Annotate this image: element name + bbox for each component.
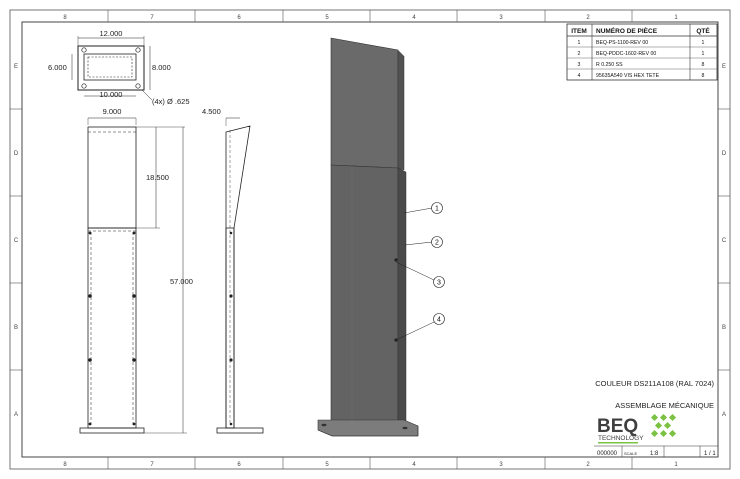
- bolt-icon: [321, 423, 327, 427]
- zone-ticks: [10, 10, 730, 469]
- zone-top-6: 6: [237, 15, 241, 21]
- assembly-title: ASSEMBLAGE MÉCANIQUE: [615, 401, 714, 410]
- zone-left-d: D: [14, 151, 19, 157]
- bom-row-part: 95635A540 VIS HEX TETE: [596, 73, 660, 79]
- dim-plate-height-right: 8.000: [152, 63, 171, 72]
- hole-icon: [81, 83, 87, 89]
- bom-header-item: ITEM: [571, 28, 587, 35]
- zone-bottom-4: 4: [412, 462, 416, 468]
- color-note: COULEUR DS211A108 (RAL 7024): [595, 379, 714, 388]
- zone-bottom-5: 5: [325, 462, 329, 468]
- bom-header-qty: QTÉ: [696, 26, 710, 35]
- zone-bottom-7: 7: [150, 462, 154, 468]
- title-block-bottom: [594, 445, 718, 457]
- zone-left-a: A: [14, 412, 18, 418]
- zone-bottom-8: 8: [63, 462, 67, 468]
- dim-hole-note: (4x) Ø .625: [152, 97, 190, 106]
- base-plate-top-view: [71, 36, 153, 101]
- zone-top-7: 7: [150, 15, 154, 21]
- zone-left-c: C: [14, 238, 19, 244]
- callout-4: 4: [437, 317, 441, 324]
- zone-top-8: 8: [63, 15, 67, 21]
- bom-row-item: 1: [578, 40, 581, 46]
- bom-row-qty: 8: [702, 62, 705, 68]
- zone-bottom-1: 1: [674, 462, 678, 468]
- isometric-view: [317, 37, 419, 437]
- scale-label: SCALE: [624, 451, 637, 456]
- front-view-bolts: [88, 231, 136, 426]
- zone-right-d: D: [722, 151, 727, 157]
- company-logo: BEQ TECHNOLOGY: [597, 413, 677, 444]
- bolt-icon: [402, 426, 408, 430]
- callout-balloons: [431, 202, 445, 325]
- bom-row-qty: 1: [702, 51, 705, 57]
- side-view-bolts: [229, 231, 233, 426]
- zone-top-3: 3: [499, 15, 503, 21]
- logo-dots-icon: [650, 413, 677, 438]
- zone-right-e: E: [722, 64, 726, 70]
- hole-icon: [81, 47, 87, 53]
- zone-left-e: E: [14, 64, 18, 70]
- dim-upper-height: 18.500: [146, 173, 169, 182]
- dim-plate-width: 12.000: [100, 29, 123, 38]
- dim-total-height: 57.000: [170, 277, 193, 286]
- zone-bottom-3: 3: [499, 462, 503, 468]
- bom-row-item: 2: [578, 51, 581, 57]
- bom-row-part: BEQ-PDDC-1602-REV 00: [596, 51, 656, 57]
- bom-table: ITEM NUMÉRO DE PIÈCE QTÉ 1 BEQ-PS-1100-R…: [566, 23, 718, 81]
- dim-front-width: 9.000: [103, 107, 122, 116]
- hole-icon: [135, 83, 141, 89]
- front-view: [79, 117, 187, 434]
- bom-row-qty: 1: [702, 40, 705, 46]
- bom-row-part: BEQ-PS-1100-REV 00: [596, 40, 648, 46]
- callout-leaders: [395, 207, 435, 341]
- logo-sub: TECHNOLOGY: [598, 435, 644, 442]
- zone-top-2: 2: [586, 15, 590, 21]
- screw-icon: [394, 258, 398, 262]
- dim-side-depth: 4.500: [202, 107, 221, 116]
- bom-row-item: 4: [578, 73, 581, 79]
- side-view: [216, 117, 264, 434]
- sheet-number: 1 / 1: [704, 451, 716, 457]
- callout-3: 3: [437, 280, 441, 287]
- zone-right-a: A: [722, 412, 726, 418]
- scale-value: 1:8: [650, 451, 659, 457]
- zone-left-b: B: [14, 325, 18, 331]
- bom-header-part: NUMÉRO DE PIÈCE: [596, 26, 658, 35]
- dim-plate-inner-width: 10.000: [100, 90, 123, 99]
- callout-2: 2: [435, 240, 439, 247]
- bom-row-qty: 8: [702, 73, 705, 79]
- bom-row-item: 3: [578, 62, 581, 68]
- zone-top-1: 1: [674, 15, 678, 21]
- bom-row-part: R 0.250 SS: [596, 62, 623, 68]
- dim-plate-height: 6.000: [48, 63, 67, 72]
- zone-top-4: 4: [412, 15, 416, 21]
- zone-right-c: C: [722, 238, 727, 244]
- zone-bottom-6: 6: [237, 462, 241, 468]
- drawing-number: 000000: [597, 451, 618, 457]
- zone-top-5: 5: [325, 15, 329, 21]
- hole-icon: [135, 47, 141, 53]
- zone-bottom-2: 2: [586, 462, 590, 468]
- zone-right-b: B: [722, 325, 726, 331]
- callout-1: 1: [435, 206, 439, 213]
- logo-text: BEQ: [597, 416, 638, 437]
